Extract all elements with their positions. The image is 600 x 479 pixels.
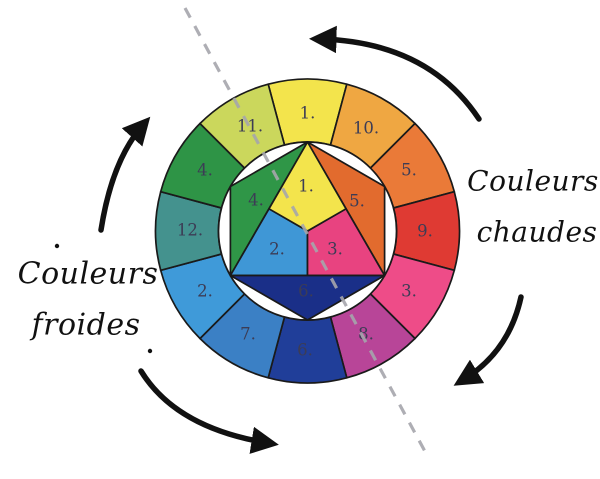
inner-label-4: 4. — [248, 191, 264, 210]
outer-label-5: 5. — [401, 161, 417, 180]
outer-ring — [154, 78, 461, 384]
warm-colors-label-line1: Couleurs — [467, 165, 599, 198]
cold-colors-label-line1: Couleurs — [18, 257, 159, 292]
outer-label-9: 9. — [417, 222, 433, 241]
cold-colors-label-line2: froides — [30, 308, 141, 343]
inner-star — [229, 141, 386, 321]
curved-arrow-upper-left-icon — [98, 116, 151, 233]
inner-label-6: 6. — [298, 282, 314, 301]
inner-label-5: 5. — [349, 192, 365, 211]
ink-speck — [147, 348, 153, 354]
inner-label-2: 2. — [269, 240, 285, 259]
outer-label-6: 6. — [297, 341, 313, 360]
inner-label-3: 3. — [327, 240, 343, 259]
curved-arrow-bottom-left-icon — [138, 368, 279, 454]
ink-speck — [54, 243, 60, 249]
inner-label-1: 1. — [298, 177, 314, 196]
warm-colors-label-line2: chaudes — [477, 216, 598, 249]
text-annotations: Couleurs chaudes Couleurs froides — [18, 165, 599, 343]
outer-label-1: 1. — [300, 104, 316, 123]
outer-label-12: 12. — [177, 221, 203, 240]
curved-arrow-top-icon — [309, 25, 482, 122]
outer-label-11: 11. — [237, 117, 263, 136]
curved-arrow-bottom-right-icon — [453, 294, 524, 386]
outer-label-7: 7. — [240, 325, 256, 344]
outer-label-4: 4. — [197, 161, 213, 180]
outer-label-10: 10. — [353, 119, 379, 138]
warm-cold-divider-dashed-line — [183, 7, 430, 458]
outer-label-3: 3. — [401, 282, 417, 301]
outer-label-2: 2. — [197, 282, 213, 301]
rotation-arrows — [98, 25, 524, 454]
outer-label-8: 8. — [358, 325, 374, 344]
segment-numbers: 1. 10. 5. 9. 3. 8. 6. 7. 2. 12. 4. 11. 1… — [177, 104, 433, 360]
inner-violet-secondary — [229, 274, 386, 321]
